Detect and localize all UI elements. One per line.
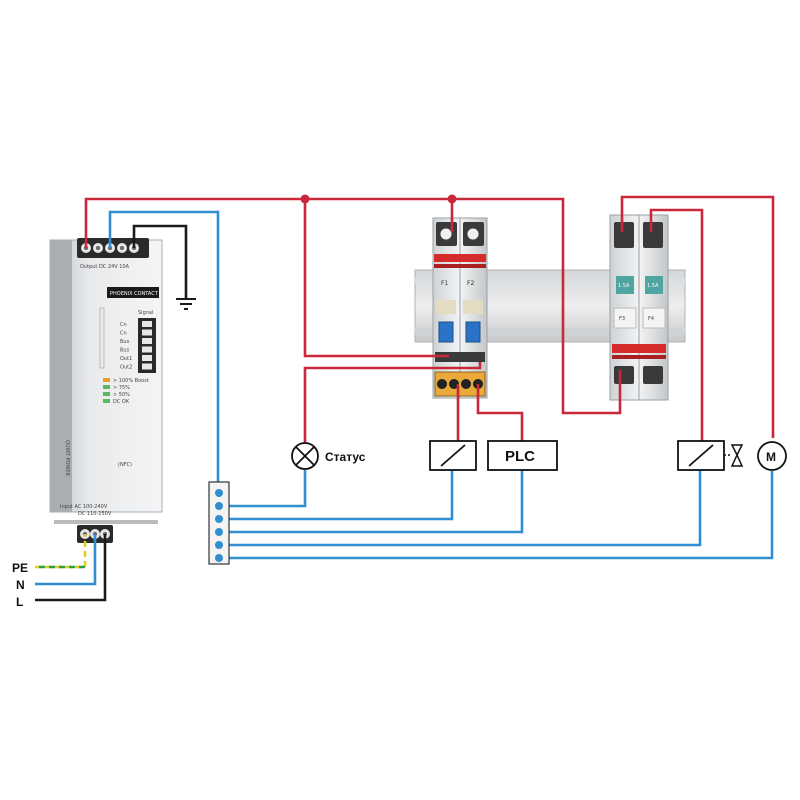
- status-led-label: DC OK: [113, 399, 130, 405]
- mains-l-label: L: [16, 595, 23, 609]
- signal-row-label: Bus: [120, 348, 130, 354]
- positive-wires: [84, 195, 775, 443]
- psu-output-terminals: [77, 238, 149, 258]
- breaker-f3-label: F3: [619, 316, 625, 322]
- junction-dot: [447, 194, 457, 204]
- breaker-f3-rating: 1.5A: [618, 283, 630, 289]
- motor-label: M: [766, 450, 776, 464]
- svg-text:PHOENIX CONTACT: PHOENIX CONTACT: [110, 291, 159, 297]
- signal-row-label: Bus: [120, 339, 130, 345]
- nfc-label: (NFC): [118, 462, 132, 468]
- plc-box: PLC: [487, 440, 558, 471]
- mains-wires: PE N L: [12, 534, 107, 609]
- breaker-f1-label: F1: [441, 280, 448, 287]
- negative-distribution-block: [208, 481, 230, 565]
- motor-icon: M: [757, 441, 787, 471]
- psu-input-label: Input AC 100-240V: [60, 504, 108, 510]
- breaker-f4-rating: 1.5A: [647, 283, 659, 289]
- signal-terminal: [142, 355, 152, 361]
- breaker-f2-label: F2: [467, 280, 474, 287]
- breaker-module-right: 1.5A 1.5A F3 F4: [609, 214, 669, 401]
- psu-input-sub: DC 110-250V: [78, 511, 112, 517]
- power-supply: Output DC 24V 10A PHOENIX CONTACT Signal…: [49, 238, 163, 543]
- valve-coil-icon: [677, 440, 732, 471]
- signal-terminal: [142, 346, 152, 353]
- signal-row-label: Cn: [120, 322, 127, 328]
- ground-wire: [132, 224, 196, 310]
- negative-wires: [108, 210, 774, 560]
- signal-terminal: [142, 321, 152, 327]
- psu-logo: PHOENIX CONTACT: [107, 287, 159, 298]
- status-led-label: > 50%: [113, 392, 130, 398]
- status-led: [103, 378, 110, 382]
- psu-brand-vertical: QUINT POWER: [64, 440, 70, 477]
- signal-row-label: Out1: [120, 356, 132, 362]
- breaker-f1-switch[interactable]: [438, 321, 454, 343]
- status-led: [103, 399, 110, 403]
- signal-terminal: [142, 338, 152, 344]
- breaker-module-left: F1 F2: [432, 217, 488, 399]
- mains-n-label: N: [16, 578, 25, 592]
- plc-label: PLC: [505, 448, 535, 465]
- signal-terminal: [142, 363, 152, 370]
- signal-title: Signal: [138, 310, 153, 316]
- status-lamp: [291, 442, 319, 470]
- psu-output-label: Output DC 24V 10A: [80, 264, 130, 270]
- status-led-label: > 100% Boost: [113, 378, 149, 384]
- signal-row-label: Cn: [120, 331, 127, 337]
- status-led: [103, 385, 110, 389]
- signal-terminal: [142, 329, 152, 336]
- junction-dot: [300, 194, 310, 204]
- mains-pe-label: PE: [12, 561, 28, 575]
- breaker-f4-label: F4: [648, 316, 654, 322]
- status-led-label: > 75%: [113, 385, 130, 391]
- psu-led-list: > 100% Boost> 75%> 50%DC OK: [103, 378, 149, 405]
- signal-row-label: Out2: [120, 365, 132, 371]
- relay-coil-icon: [429, 440, 477, 471]
- status-led: [103, 392, 110, 396]
- valve-icon: [730, 444, 744, 467]
- status-lamp-label: Статус: [325, 450, 366, 464]
- breaker-f2-switch[interactable]: [465, 321, 481, 343]
